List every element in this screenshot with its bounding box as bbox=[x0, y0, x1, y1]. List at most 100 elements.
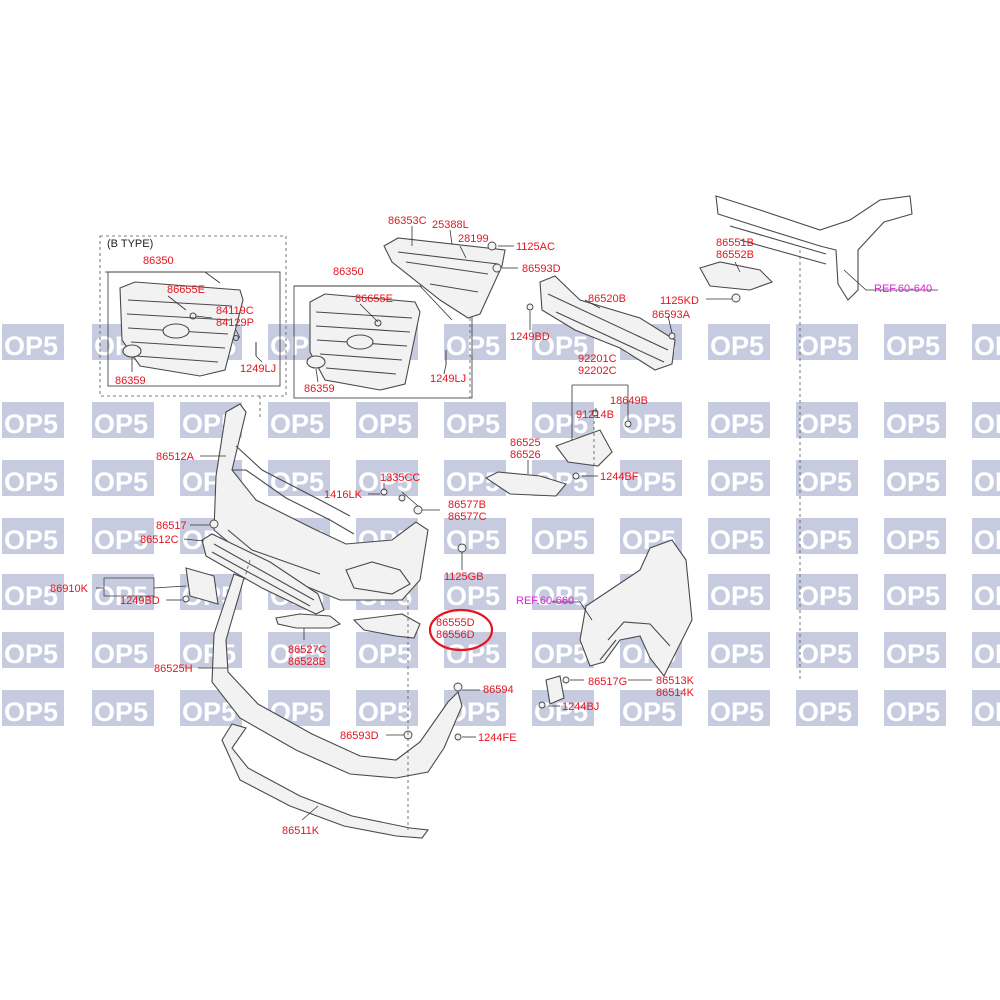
watermark-text: OP5 bbox=[798, 467, 852, 497]
part-label: 86528B bbox=[288, 656, 326, 668]
watermark-text: OP5 bbox=[270, 409, 324, 439]
watermark-text: OP5 bbox=[710, 639, 764, 669]
watermark-text: OP5 bbox=[886, 697, 940, 727]
part-label: 86512C bbox=[140, 534, 179, 546]
part-label: 1244BJ bbox=[562, 701, 599, 713]
watermark-text: OP5 bbox=[94, 467, 148, 497]
watermark-tile bbox=[796, 402, 858, 438]
watermark-text: OP5 bbox=[446, 409, 500, 439]
watermark-tile bbox=[972, 632, 1000, 668]
part-label: 1249BD bbox=[510, 331, 550, 343]
watermark-tile bbox=[444, 324, 506, 360]
highlight-ring bbox=[428, 608, 494, 652]
watermark-text: OP5 bbox=[974, 639, 1000, 669]
part-label: 86359 bbox=[304, 383, 335, 395]
part-label: 92202C bbox=[578, 365, 617, 377]
watermark-tile bbox=[884, 518, 946, 554]
part-label: 86525 bbox=[510, 437, 541, 449]
watermark-tile bbox=[2, 402, 64, 438]
watermark-text: OP5 bbox=[886, 525, 940, 555]
watermark-tile bbox=[708, 690, 770, 726]
part-label: 84119C bbox=[216, 305, 254, 317]
watermark-tile bbox=[708, 402, 770, 438]
skid-plate-strip bbox=[221, 723, 430, 839]
part-label: 1249LJ bbox=[240, 363, 276, 375]
leader-lines bbox=[96, 226, 938, 821]
watermark-text: OP5 bbox=[270, 467, 324, 497]
part-label: 1244FE bbox=[478, 732, 517, 744]
part-label: 1125AC bbox=[516, 241, 555, 253]
watermark-text: OP5 bbox=[4, 467, 58, 497]
part-label: 86551B bbox=[716, 237, 754, 249]
watermark-tile bbox=[2, 574, 64, 610]
watermark-tile bbox=[356, 402, 418, 438]
watermark-text: OP5 bbox=[534, 581, 588, 611]
part-label: 1416LK bbox=[324, 489, 363, 501]
watermark-text: OP5 bbox=[622, 467, 676, 497]
watermark-tile bbox=[92, 402, 154, 438]
watermark-text: OP5 bbox=[94, 639, 148, 669]
lower-bumper-lip bbox=[211, 573, 463, 779]
watermark-tile bbox=[884, 574, 946, 610]
part-label: 86593A bbox=[652, 309, 691, 321]
lower-grille bbox=[201, 533, 325, 615]
watermark-tile bbox=[708, 324, 770, 360]
ref-label: REF.60-660 bbox=[516, 595, 574, 607]
watermark-text: OP5 bbox=[446, 639, 500, 669]
watermark-text: OP5 bbox=[4, 697, 58, 727]
watermark-text: OP5 bbox=[798, 581, 852, 611]
watermark-tile bbox=[972, 460, 1000, 496]
side-bracket bbox=[545, 675, 565, 705]
watermark-tile bbox=[92, 460, 154, 496]
watermark-text: OP5 bbox=[358, 639, 412, 669]
part-label: 86517G bbox=[588, 676, 627, 688]
watermark-text: OP5 bbox=[710, 331, 764, 361]
watermark-tile bbox=[92, 518, 154, 554]
part-label: 1335CC bbox=[380, 472, 420, 484]
part-label: 86655E bbox=[355, 293, 393, 305]
part-label: 92201C bbox=[578, 353, 617, 365]
part-label: 86593D bbox=[340, 730, 379, 742]
watermark-text: OP5 bbox=[446, 525, 500, 555]
watermark-text: OP5 bbox=[886, 581, 940, 611]
watermark-tile bbox=[708, 632, 770, 668]
watermark-tile bbox=[620, 460, 682, 496]
watermark-tile bbox=[796, 632, 858, 668]
watermark-text: OP5 bbox=[358, 409, 412, 439]
watermark-tile bbox=[884, 324, 946, 360]
dashed-guides bbox=[243, 250, 801, 830]
energy-absorber bbox=[539, 275, 676, 371]
front-fender bbox=[579, 539, 693, 678]
watermark-tile bbox=[356, 460, 418, 496]
part-label: 25388L bbox=[432, 219, 469, 231]
watermark-text: OP5 bbox=[710, 581, 764, 611]
watermark-tile bbox=[2, 460, 64, 496]
watermark-text: OP5 bbox=[446, 581, 500, 611]
watermark-tile bbox=[972, 324, 1000, 360]
part-label: 86511K bbox=[282, 825, 320, 837]
watermark-tile bbox=[884, 460, 946, 496]
watermark-tile bbox=[620, 690, 682, 726]
watermark-tile bbox=[708, 574, 770, 610]
watermark-tile bbox=[180, 632, 242, 668]
watermark-text: OP5 bbox=[534, 409, 588, 439]
part-label: 86526 bbox=[510, 449, 541, 461]
watermark-text: OP5 bbox=[798, 639, 852, 669]
part-label: 1249LJ bbox=[430, 373, 466, 385]
watermark-text: OP5 bbox=[534, 331, 588, 361]
watermark-text: OP5 bbox=[710, 409, 764, 439]
part-label: 86594 bbox=[483, 684, 514, 696]
license-bracket bbox=[185, 567, 219, 605]
part-label: 86552B bbox=[716, 249, 754, 261]
watermark-text: OP5 bbox=[446, 331, 500, 361]
watermark-text: OP5 bbox=[974, 467, 1000, 497]
bumper-garnish-right bbox=[352, 613, 421, 639]
part-label: 86577C bbox=[448, 511, 487, 523]
watermark-tile bbox=[92, 574, 154, 610]
b-type-label: (B TYPE) bbox=[107, 238, 153, 250]
watermark-text: OP5 bbox=[974, 581, 1000, 611]
watermark-text: OP5 bbox=[534, 639, 588, 669]
watermark-text: OP5 bbox=[94, 697, 148, 727]
part-label: 1249BD bbox=[120, 595, 160, 607]
